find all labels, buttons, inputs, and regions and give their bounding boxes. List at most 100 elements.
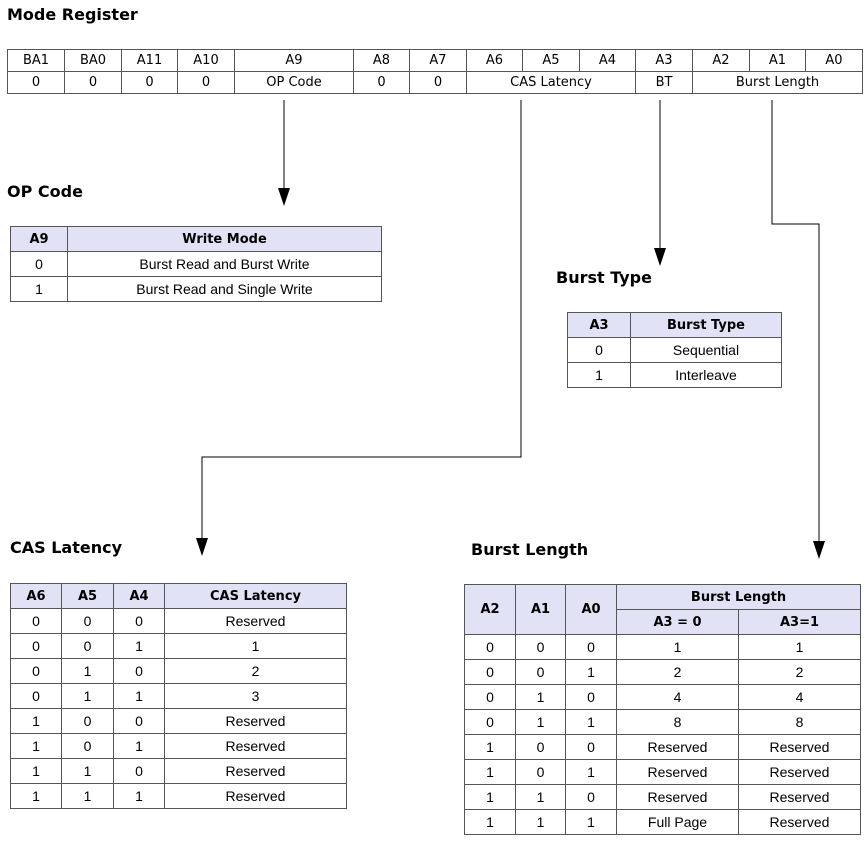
table-cell: 0 [61,733,114,759]
table-cell: 1 [10,276,68,302]
header-cell: A6 [10,583,62,609]
table-cell: 1 [464,759,516,785]
table-cell: 1 [10,708,62,734]
header-cell: A1 [515,584,566,635]
burst-type-title: Burst Type [556,268,652,287]
bit-value-cell: CAS Latency [466,71,636,94]
table-cell: 3 [164,683,347,709]
bit-value-cell: Burst Length [692,71,863,94]
table-cell: 1 [61,783,114,809]
table-cell: 0 [515,759,566,785]
cas-latency-connector [201,100,522,540]
bit-label-cell: A6 [466,49,523,72]
header-cell: Burst Type [630,312,782,338]
burst-length-arrowhead [813,541,825,559]
table-cell: 1 [464,784,516,810]
table-cell: 0 [10,251,68,277]
cas-latency-title: CAS Latency [10,538,123,557]
subheader-cell: A3=1 [738,609,861,635]
table-cell: 1 [565,709,617,735]
header-cell: A5 [61,583,114,609]
table-cell: 0 [61,633,114,659]
header-cell: A4 [113,583,165,609]
op-code-arrowhead [278,188,290,206]
table-cell: Full Page [616,809,739,835]
mode-register-title: Mode Register [7,5,138,24]
table-cell: Burst Read and Burst Write [67,251,382,277]
table-cell: Reserved [738,734,861,760]
table-cell: 1 [567,362,631,388]
table-cell: 1 [10,783,62,809]
table-cell: Reserved [616,759,739,785]
table-cell: 0 [10,608,62,634]
table-cell: 1 [61,658,114,684]
bit-value-cell: 0 [64,71,122,94]
table-cell: Reserved [738,784,861,810]
table-cell: 1 [113,783,165,809]
bit-label-cell: A0 [805,49,863,72]
burst-length-title: Burst Length [471,540,589,559]
table-cell: 1 [10,733,62,759]
burst-length-connector [771,100,820,543]
table-cell: 0 [10,658,62,684]
table-cell: 2 [738,659,861,685]
table-cell: 0 [515,734,566,760]
table-cell: 1 [10,758,62,784]
table-cell: 1 [464,734,516,760]
table-cell: Reserved [738,809,861,835]
table-cell: 0 [10,683,62,709]
table-cell: 1 [464,809,516,835]
table-cell: Reserved [164,758,347,784]
table-cell: 1 [164,633,347,659]
header-cell: A3 [567,312,631,338]
table-cell: 1 [113,733,165,759]
bit-label-cell: A9 [234,49,354,72]
burst-type-arrowhead [654,248,666,266]
table-cell: 0 [464,684,516,710]
bit-label-cell: A3 [635,49,693,72]
op-code-title: OP Code [7,182,83,201]
cas-latency-arrowhead [196,538,208,556]
table-cell: 1 [61,758,114,784]
table-cell: 0 [464,634,516,660]
bit-value-cell: 0 [7,71,65,94]
table-cell: 4 [616,684,739,710]
header-cell: Write Mode [67,226,382,252]
header-cell: A9 [10,226,68,252]
table-cell: 1 [113,683,165,709]
table-cell: 1 [738,634,861,660]
table-cell: Reserved [616,734,739,760]
table-cell: Interleave [630,362,782,388]
table-cell: Burst Read and Single Write [67,276,382,302]
bit-label-cell: A4 [579,49,636,72]
bit-value-cell: BT [635,71,693,94]
table-cell: Reserved [738,759,861,785]
table-cell: 0 [113,608,165,634]
subheader-cell: A3 = 0 [616,609,739,635]
table-cell: 1 [565,759,617,785]
table-cell: 4 [738,684,861,710]
